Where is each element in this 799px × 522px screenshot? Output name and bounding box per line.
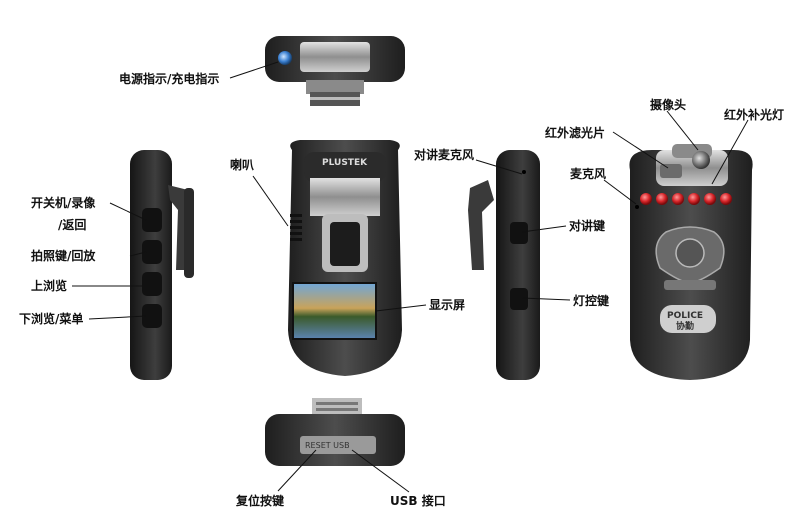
- label-ir-light: 红外补光灯: [724, 108, 785, 122]
- bottom-view: [265, 398, 405, 466]
- browse-up-key[interactable]: [142, 272, 162, 296]
- mic-hole: [635, 205, 639, 209]
- back-view: [629, 144, 753, 380]
- top-view: [265, 36, 405, 106]
- front-view: [288, 140, 402, 376]
- police-emblem: [655, 226, 725, 290]
- leader-lines: [72, 61, 749, 493]
- speaker-grille: [290, 214, 302, 241]
- photo-playback-key[interactable]: [142, 240, 162, 264]
- ir-filter: [660, 164, 682, 178]
- power-indicator-led: [278, 51, 292, 65]
- label-camera: 摄像头: [650, 98, 687, 112]
- label-browse-down-menu: 下浏览/菜单: [19, 312, 84, 326]
- label-intercom-key: 对讲键: [569, 219, 606, 233]
- police-badge-plate: [660, 305, 716, 333]
- assist-text: 协勤: [676, 322, 695, 332]
- camera-lens: [692, 151, 710, 169]
- label-light-key: 灯控键: [573, 294, 610, 308]
- label-usb-port: USB 接口: [390, 494, 446, 508]
- power-record-key[interactable]: [142, 208, 162, 232]
- label-ir-filter: 红外滤光片: [545, 126, 606, 140]
- label-mic: 麦克风: [570, 167, 607, 181]
- label-photo-playback: 拍照键/回放: [31, 249, 96, 263]
- bottom-port-text: RESET USB: [305, 441, 350, 450]
- label-speaker: 喇叭: [230, 158, 255, 172]
- police-text: POLICE: [667, 311, 704, 321]
- label-power-indicator: 电源指示/充电指示: [119, 72, 220, 86]
- brand-text: PLUSTEK: [322, 158, 368, 168]
- intercom-key[interactable]: [510, 222, 528, 244]
- reset-usb-panel: [300, 436, 376, 454]
- label-browse-up: 上浏览: [31, 279, 68, 293]
- label-back: /返回: [58, 218, 87, 232]
- browse-down-menu-key[interactable]: [142, 304, 162, 328]
- label-power-record: 开关机/录像: [31, 196, 96, 210]
- light-key[interactable]: [510, 288, 528, 310]
- label-intercom-mic: 对讲麦克风: [414, 148, 475, 162]
- label-reset-key: 复位按键: [236, 494, 285, 508]
- right-side-view: [468, 150, 540, 380]
- label-display: 显示屏: [429, 298, 466, 312]
- left-side-view: [130, 150, 194, 380]
- display-screen: [293, 283, 376, 339]
